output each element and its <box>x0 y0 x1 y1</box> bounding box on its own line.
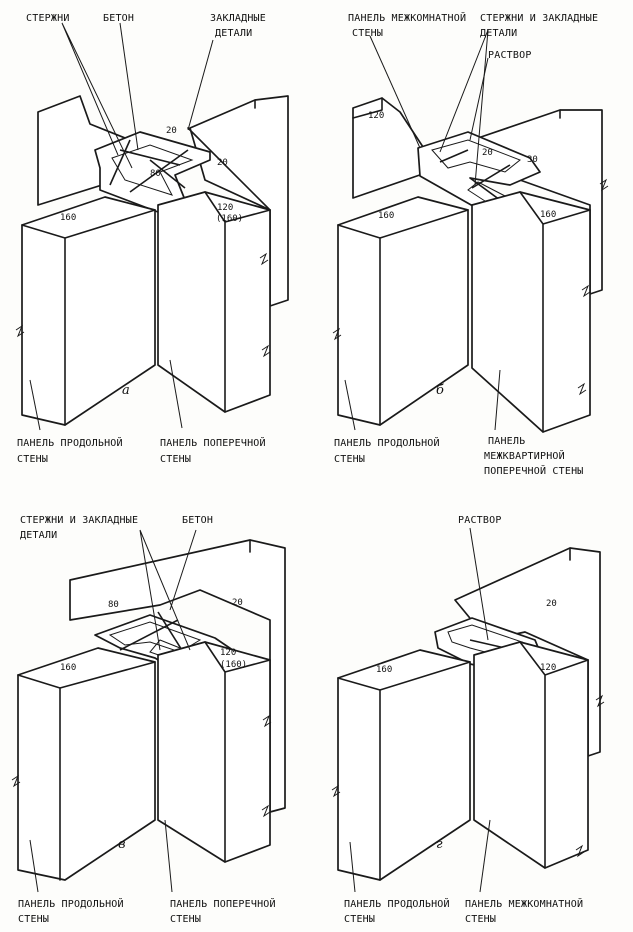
dim-v-5: (160) <box>220 660 247 670</box>
rod-2-b <box>471 164 511 189</box>
rod-1-v <box>119 619 179 651</box>
label-top-left-b-1: ПАНЕЛЬ МЕЖКОМНАТНОЙ <box>348 11 466 24</box>
dim-g-1: 160 <box>376 665 392 675</box>
label-rods-v-1: СТЕРЖНИ И ЗАКЛАДНЫЕ <box>20 515 138 526</box>
dim-b-2: 160 <box>378 211 394 221</box>
panel-g: РАСТВОР ПАНЕЛЬ ПРОДОЛЬНОЙ СТЕНЫ ПАНЕЛЬ М… <box>331 515 605 925</box>
front-right-wall-g <box>473 641 589 869</box>
dim-v-3: 160 <box>60 663 76 673</box>
label-rods-b-2: ДЕТАЛИ <box>480 28 517 39</box>
dim-a-1: 160 <box>60 213 76 223</box>
label-mortar-g: РАСТВОР <box>458 515 502 526</box>
label-bottom-right-a-1: ПАНЕЛЬ ПОПЕРЕЧНОЙ <box>160 436 266 449</box>
label-rods-a: СТЕРЖНИ <box>26 13 70 24</box>
label-bottom-right-b-1: ПАНЕЛЬ <box>488 436 525 447</box>
dim-a-6: 80 <box>150 169 161 179</box>
dim-v-1: 80 <box>108 600 119 610</box>
label-rods-v-2: ДЕТАЛИ <box>20 530 57 541</box>
label-bottom-left-b-1: ПАНЕЛЬ ПРОДОЛЬНОЙ <box>334 436 440 449</box>
label-bottom-left-g-1: ПАНЕЛЬ ПРОДОЛЬНОЙ <box>344 897 450 910</box>
rod-1-b <box>439 149 469 163</box>
front-left-wall-v <box>17 647 156 881</box>
panel-letter-v: в <box>118 837 126 852</box>
front-right-wall-b <box>471 191 591 433</box>
label-concrete-a: БЕТОН <box>103 13 134 24</box>
label-bottom-right-b-2: МЕЖКВАРТИРНОЙ <box>484 449 565 462</box>
panel-v: СТЕРЖНИ И ЗАКЛАДНЫЕ ДЕТАЛИ БЕТОН ПАНЕЛЬ … <box>11 515 286 925</box>
panel-b: ПАНЕЛЬ МЕЖКОМНАТНОЙ СТЕНЫ СТЕРЖНИ И ЗАКЛ… <box>332 11 609 477</box>
label-bottom-left-a-1: ПАНЕЛЬ ПРОДОЛЬНОЙ <box>17 436 123 449</box>
label-embedded-a-2: ДЕТАЛИ <box>215 28 252 39</box>
label-top-left-b-2: СТЕНЫ <box>352 28 383 39</box>
dim-g-2: 120 <box>540 663 556 673</box>
panel-a: СТЕРЖНИ БЕТОН ЗАКЛАДНЫЕ ДЕТАЛИ ПАНЕЛЬ ПР… <box>15 13 289 465</box>
panel-letter-g: г <box>436 837 443 852</box>
joint-slab-b <box>417 131 541 211</box>
label-bottom-left-b-2: СТЕНЫ <box>334 454 365 465</box>
label-bottom-right-g-1: ПАНЕЛЬ МЕЖКОМНАТНОЙ <box>465 897 583 910</box>
label-concrete-v: БЕТОН <box>182 515 213 526</box>
front-left-wall-b <box>337 196 469 426</box>
label-bottom-right-v-2: СТЕНЫ <box>170 914 201 925</box>
label-bottom-right-a-2: СТЕНЫ <box>160 454 191 465</box>
dim-b-3: 160 <box>540 210 556 220</box>
dim-v-2: 20 <box>232 598 243 608</box>
label-bottom-right-v-1: ПАНЕЛЬ ПОПЕРЕЧНОЙ <box>170 897 276 910</box>
label-bottom-left-v-1: ПАНЕЛЬ ПРОДОЛЬНОЙ <box>18 897 124 910</box>
dim-b-5: 30 <box>527 155 538 165</box>
rod-2-a <box>129 149 189 193</box>
dim-b-4: 20 <box>482 148 493 158</box>
label-bottom-left-a-2: СТЕНЫ <box>17 454 48 465</box>
rod-1-a <box>109 139 131 186</box>
rod-1-g <box>469 639 506 649</box>
dim-g-3: 20 <box>546 599 557 609</box>
front-right-wall-a <box>157 191 271 413</box>
label-bottom-left-g-2: СТЕНЫ <box>344 914 375 925</box>
dim-v-4: 120 <box>220 648 236 658</box>
label-mortar-b: РАСТВОР <box>488 50 532 61</box>
front-right-wall-v <box>157 641 271 863</box>
panel-letter-b: б <box>436 383 444 398</box>
back-right-wall-a <box>189 95 289 307</box>
label-bottom-left-v-2: СТЕНЫ <box>18 914 49 925</box>
label-rods-b-1: СТЕРЖНИ И ЗАКЛАДНЫЕ <box>480 13 598 24</box>
label-bottom-right-b-3: ПОПЕРЕЧНОЙ СТЕНЫ <box>484 464 584 477</box>
dim-a-4: 20 <box>166 126 177 136</box>
dim-b-1: 120 <box>368 111 384 121</box>
dim-a-3: (160) <box>216 214 243 224</box>
front-left-wall-a <box>21 196 156 426</box>
rod-3-a <box>149 159 186 189</box>
front-left-wall-g <box>337 649 471 881</box>
label-embedded-a-1: ЗАКЛАДНЫЕ <box>210 13 266 24</box>
panel-letter-a: а <box>122 383 130 398</box>
dim-a-5: 20 <box>217 158 228 168</box>
label-bottom-right-g-2: СТЕНЫ <box>465 914 496 925</box>
rod-2-v <box>157 611 186 656</box>
rod-4-a <box>119 149 181 166</box>
dim-a-2: 120 <box>217 203 233 213</box>
